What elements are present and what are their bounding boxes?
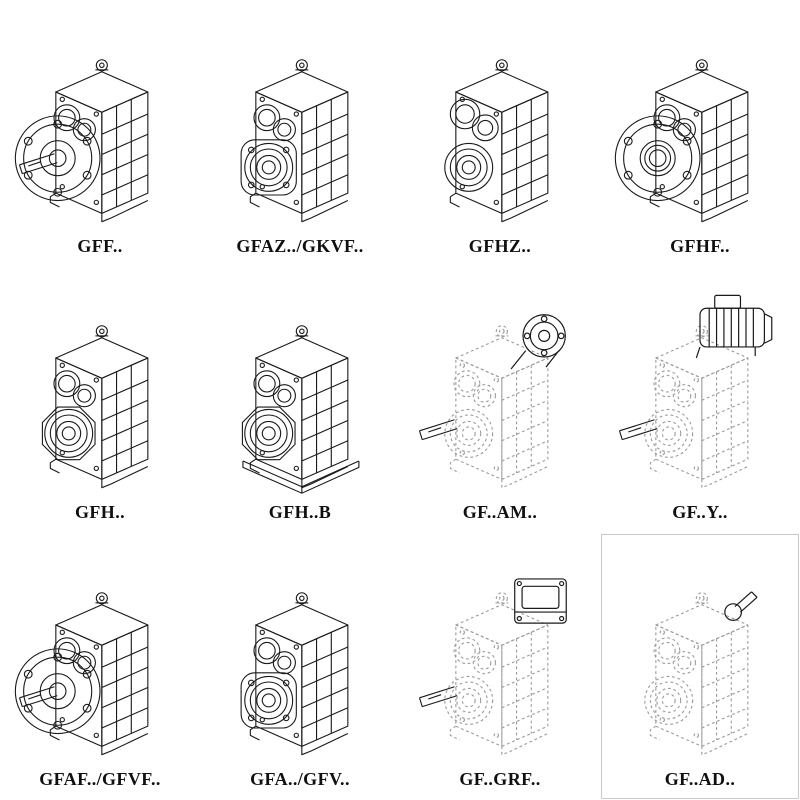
item-label: GF..AD.. [664, 768, 736, 789]
catalog-item: GFHZ.. [400, 0, 600, 267]
catalog-item: GF..GRF.. [400, 533, 600, 800]
catalog-item: GF..Y.. [600, 267, 800, 534]
ghost-motor-drawing [608, 286, 792, 498]
solid-hollow-drawing [208, 20, 392, 232]
item-label: GFA../GFV.. [250, 768, 350, 789]
ghost-adapter-flange-drawing [408, 286, 592, 498]
catalog-item: GFF.. [0, 0, 200, 267]
item-label: GF..Y.. [672, 502, 728, 523]
solid-hollow-drawing [208, 553, 392, 765]
item-label: GFHF.. [670, 235, 730, 256]
catalog-item: GFHF.. [600, 0, 800, 267]
item-label: GFHZ.. [468, 235, 532, 256]
solid-flange-right-drawing [608, 20, 792, 232]
ghost-input-shaft-drawing [608, 553, 792, 765]
catalog-item: GFH..B [200, 267, 400, 534]
item-label: GFF.. [77, 235, 123, 256]
item-label: GFAZ../GKVF.. [236, 235, 364, 256]
ghost-adapter-box-drawing [408, 553, 592, 765]
catalog-item: GFAF../GFVF.. [0, 533, 200, 800]
catalog-item: GFH.. [0, 267, 200, 534]
solid-hollow-high-drawing [408, 20, 592, 232]
item-label: GF..GRF.. [459, 768, 541, 789]
item-label: GFH..B [268, 502, 332, 523]
solid-shaft-mount-drawing [8, 286, 192, 498]
item-label: GFH.. [75, 502, 125, 523]
solid-shaft-mount-foot-drawing [208, 286, 392, 498]
item-label: GFAF../GFVF.. [39, 768, 161, 789]
catalog-item: GF..AM.. [400, 267, 600, 534]
catalog-item: GF..AD.. [600, 533, 800, 800]
item-label: GF..AM.. [462, 502, 538, 523]
solid-flange-drawing [8, 553, 192, 765]
catalog-item: GFA../GFV.. [200, 533, 400, 800]
solid-flange-drawing [8, 20, 192, 232]
catalog-item: GFAZ../GKVF.. [200, 0, 400, 267]
